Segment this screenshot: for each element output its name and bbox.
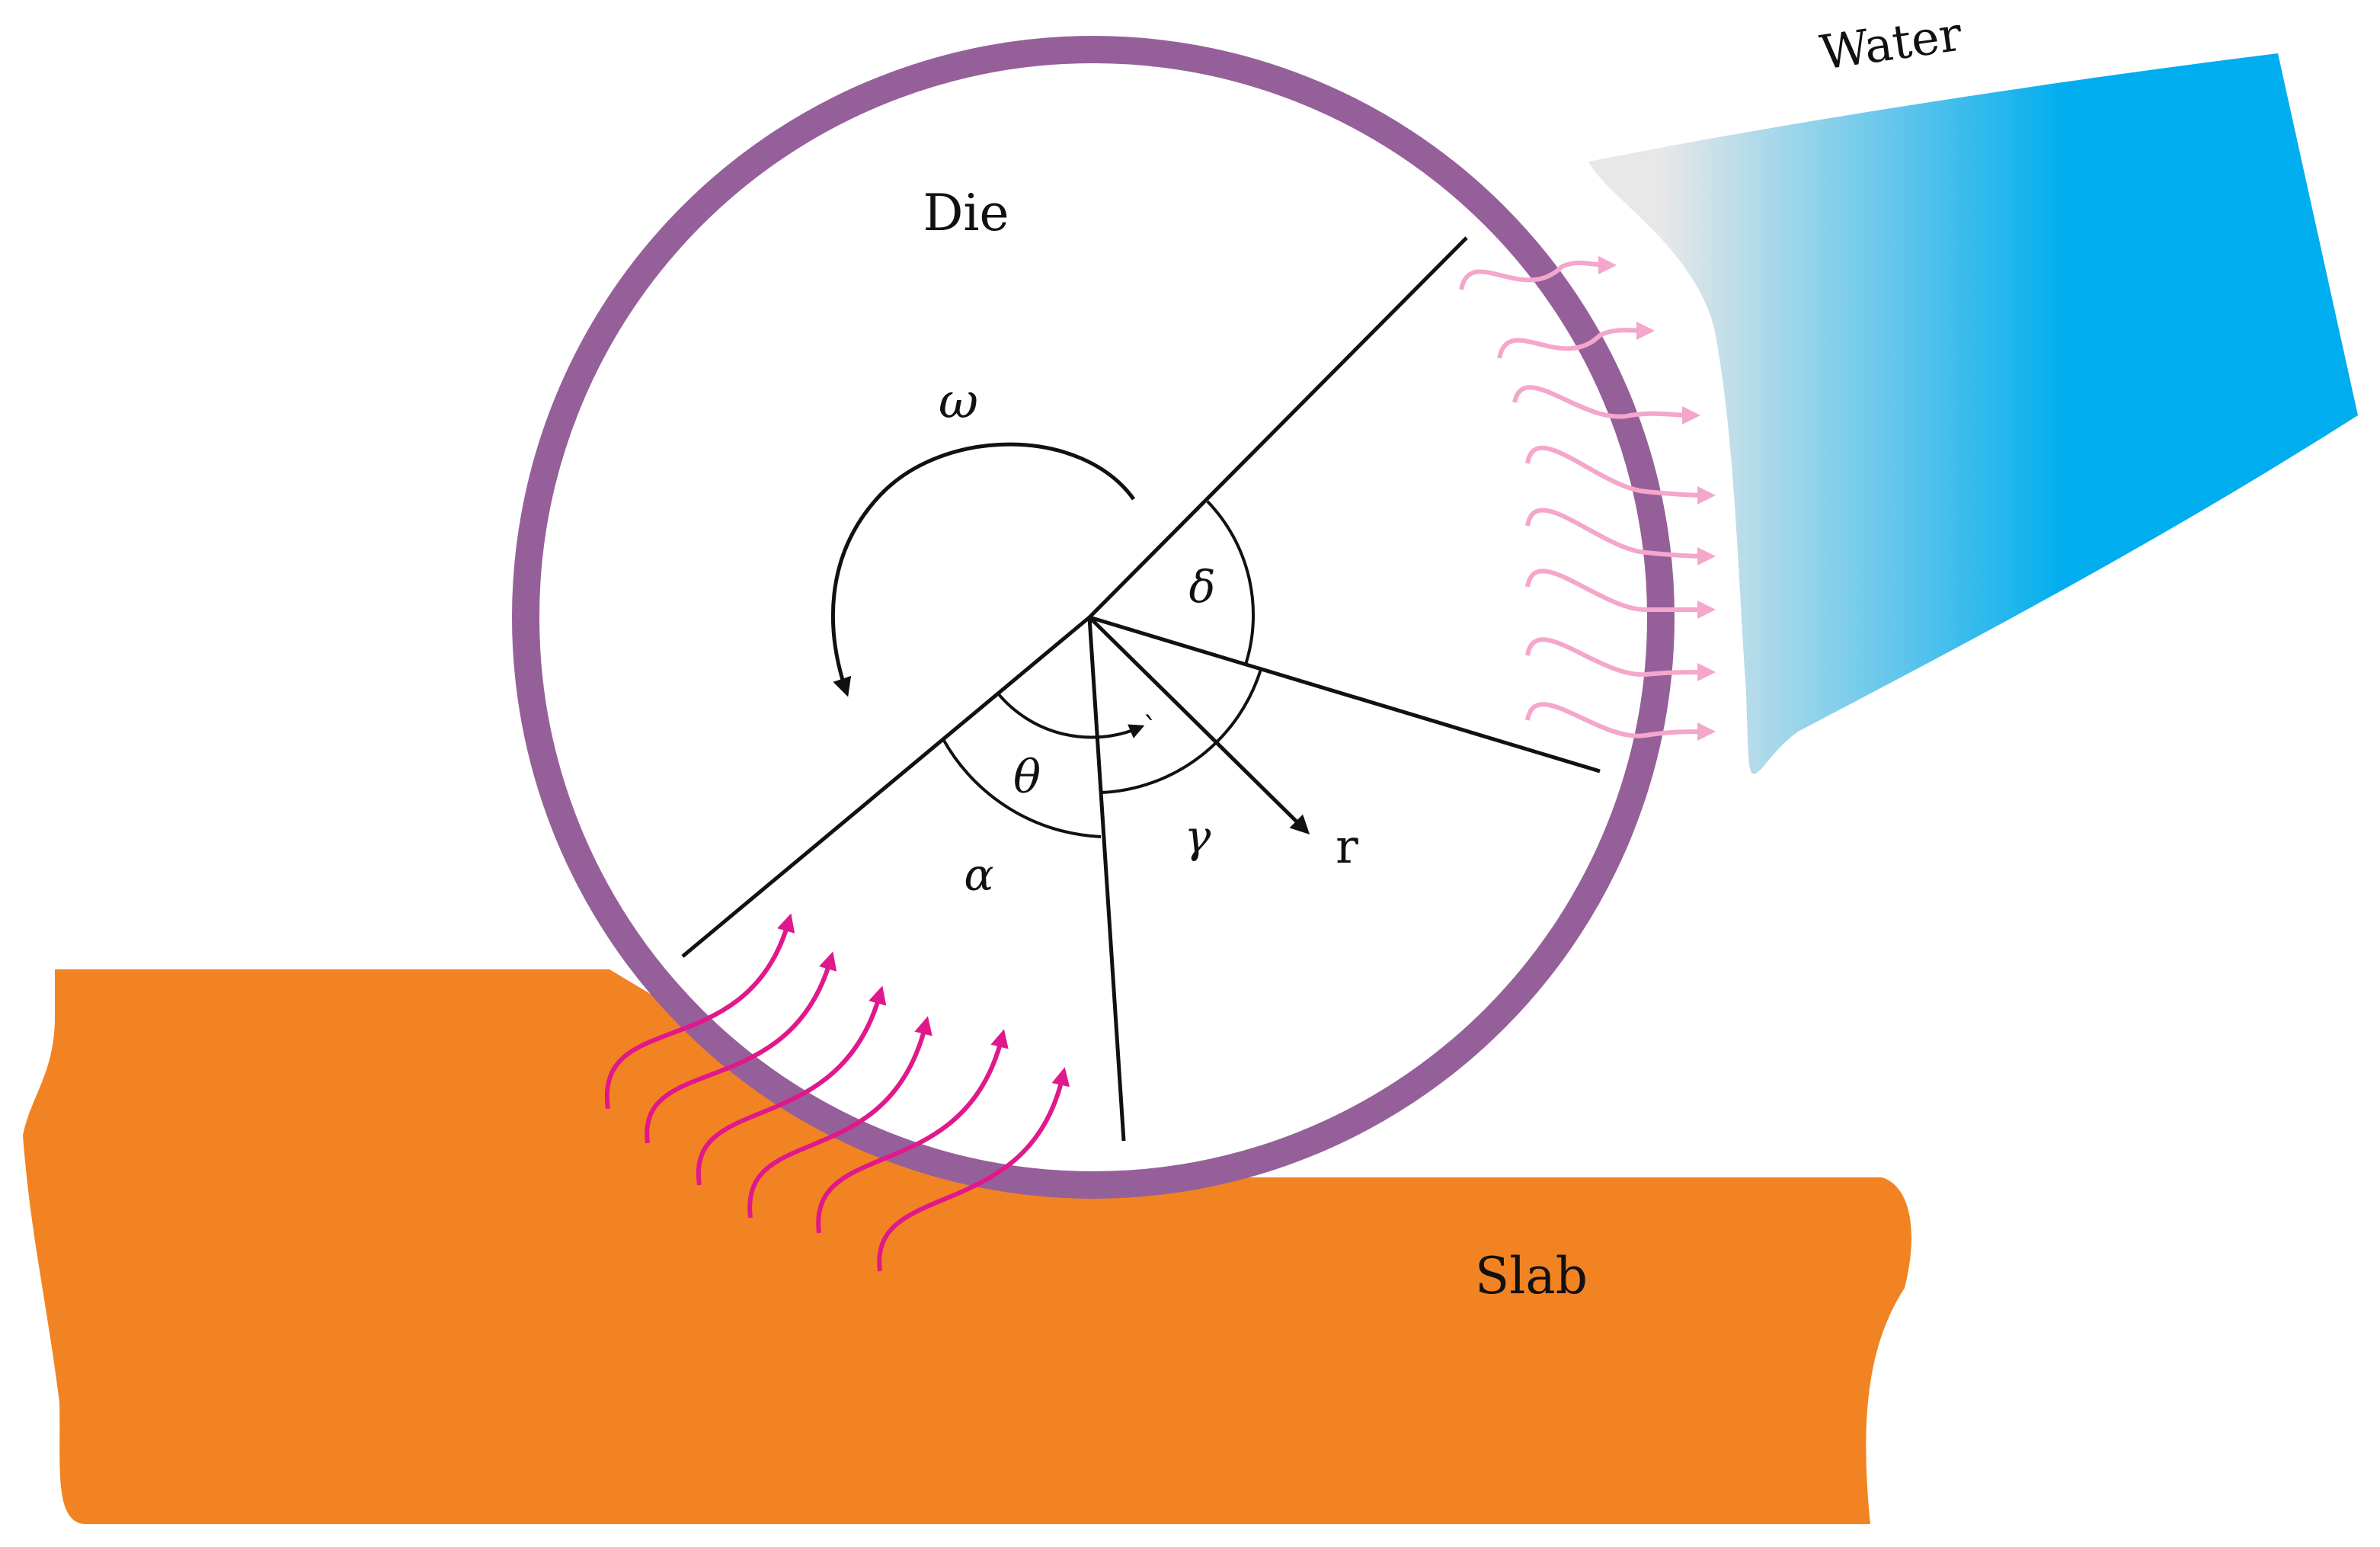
boundary-line-upper-right [1088,236,1468,619]
heat-flux-out [1459,255,1716,741]
alpha-arc [942,738,1102,838]
boundary-line-bottom [1087,617,1126,1142]
heat-out-arrow [1525,702,1716,741]
heat-out-arrow [1525,569,1716,619]
alpha-label: α [964,849,993,901]
water-label: Water [1817,6,1966,81]
heat-in-arrow [877,1067,1070,1272]
heat-in-arrow [696,985,887,1186]
rotation-arrow [830,442,1136,697]
delta-label: δ [1189,561,1216,613]
heat-out-arrow [1525,637,1716,682]
heat-in-arrow [645,951,837,1144]
heat-in-arrow [604,913,795,1110]
heat-out-arrow [1497,321,1655,359]
theta-label: θ [1013,751,1041,804]
die-label: Die [923,184,1009,242]
boundary-line-right [1089,615,1601,774]
gamma-arc [1101,668,1262,794]
delta-arc [1206,500,1255,665]
heat-flux-in [604,913,1070,1272]
die-ring [512,36,1675,1199]
omega-label: ω [939,373,978,430]
heat-out-arrow [1525,445,1716,504]
gamma-label: γ [1185,811,1211,863]
theta-tick-mark: ` [1143,712,1158,747]
boundary-line-lower-left [681,616,1091,958]
theta-arc [996,692,1145,739]
slab-label: Slab [1475,1247,1588,1305]
heat-in-arrow [816,1029,1009,1234]
heat-out-arrow [1512,385,1700,424]
water-jet [1588,53,2358,774]
r-label: r [1336,818,1358,874]
slab [23,969,1911,1524]
heat-out-arrow [1525,508,1716,565]
heat-in-arrow [747,1016,932,1219]
heat-out-arrow [1459,255,1617,290]
angle-arcs [942,500,1262,838]
radial-arrow [1088,616,1310,835]
sector-lines [681,236,1601,1142]
